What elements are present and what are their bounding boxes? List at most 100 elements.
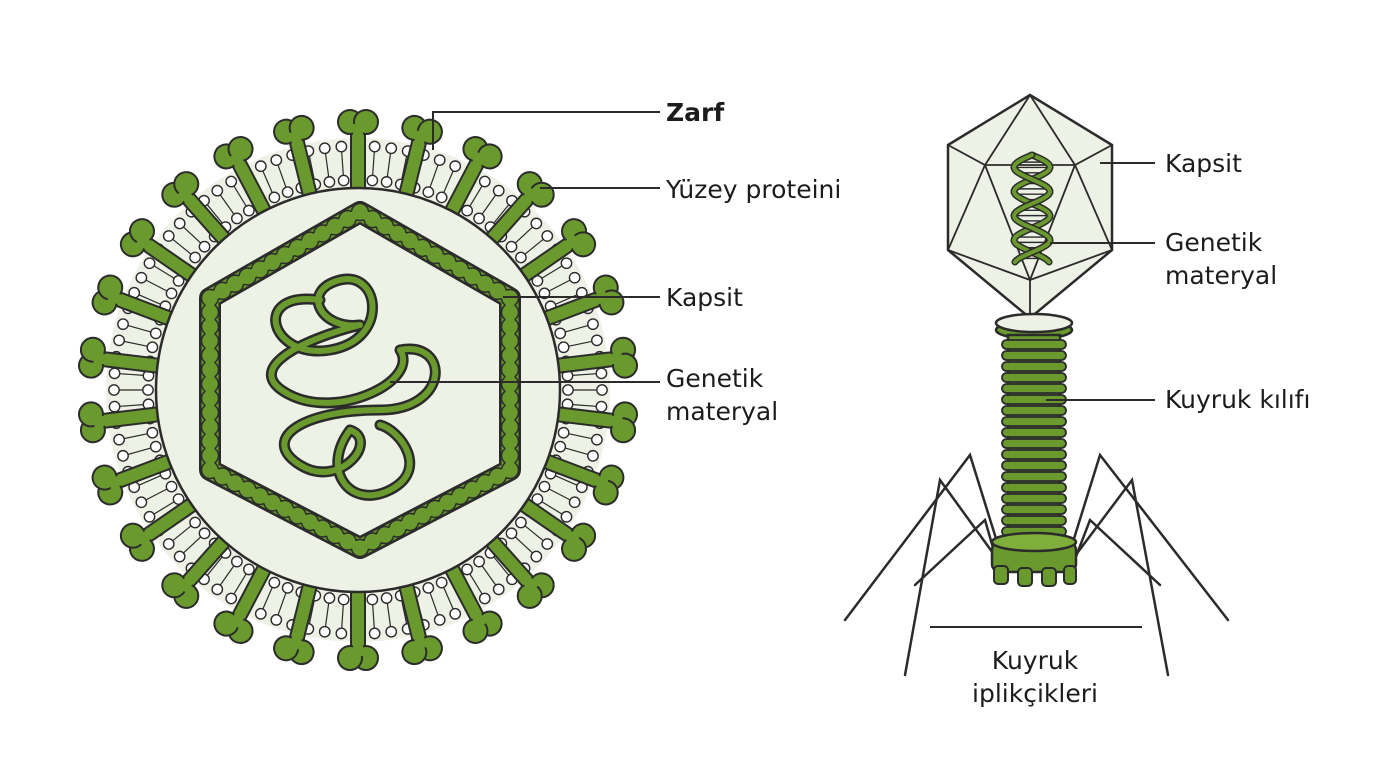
lipid-head-outer: [225, 175, 238, 188]
surface-protein-spike: [161, 532, 233, 609]
lipid-head-outer: [368, 140, 381, 153]
lipid-head-outer: [108, 384, 120, 396]
lipid-head-outer: [560, 510, 573, 523]
lipid-head-inner: [505, 240, 518, 253]
lipid-head-outer: [449, 160, 462, 173]
lipid-head-outer: [173, 217, 186, 230]
lipid-head-outer: [433, 154, 446, 166]
surface-protein-spike: [397, 578, 443, 666]
label-tail-sheath: Kuyruk kılıfı: [1165, 385, 1311, 414]
lipid-head-outer: [530, 217, 543, 230]
lipid-head-outer: [478, 592, 491, 605]
lipid-head-outer: [368, 627, 381, 640]
label-envelope: Zarf: [666, 98, 725, 127]
lipid-head-outer: [173, 550, 186, 563]
lipid-head-outer: [270, 614, 283, 626]
lipid-head-inner: [198, 527, 211, 540]
surface-protein-spike: [77, 336, 165, 379]
label-tail-fibers-1: Kuyruk: [991, 646, 1079, 675]
lipid-head-inner: [366, 174, 379, 187]
lipid-head-inner: [149, 327, 162, 340]
lipid-head-inner: [268, 191, 281, 204]
lipid-head-inner: [323, 592, 336, 604]
lipid-head-inner: [281, 186, 294, 199]
lipid-head-outer: [560, 257, 573, 270]
lipid-head-outer: [568, 271, 581, 284]
surface-proteins: [77, 109, 639, 671]
lipid-head-outer: [135, 496, 148, 509]
label-phage-genetic-2: materyal: [1165, 261, 1278, 290]
surface-protein-spike: [119, 496, 201, 562]
surface-protein-spike: [91, 274, 178, 327]
sheath-ring: [1001, 504, 1067, 515]
lipid-head-inner: [557, 426, 570, 439]
surface-protein-spike: [337, 109, 379, 195]
lipid-head-inner: [473, 555, 486, 568]
lipid-head-inner: [366, 593, 379, 606]
surface-protein-spike: [273, 578, 319, 666]
lipid-head-inner: [189, 251, 202, 264]
lipid-head-inner: [422, 581, 435, 594]
bacteriophage: [843, 93, 1230, 677]
lipid-head-inner: [337, 174, 350, 187]
lipid-head-outer: [318, 625, 331, 638]
lipid-head-inner: [242, 204, 255, 217]
lipid-head-inner: [514, 251, 527, 264]
lipid-head-outer: [449, 607, 462, 620]
lipid-head-inner: [281, 581, 294, 594]
sheath-ring: [1001, 372, 1067, 383]
sheath-ring: [1001, 438, 1067, 449]
lipid-head-inner: [473, 212, 486, 225]
lipid-head-inner: [461, 204, 474, 217]
dna-helix: [1010, 151, 1054, 266]
sheath-ring: [1001, 493, 1067, 504]
surface-protein-spike: [538, 274, 625, 327]
surface-protein-spike: [483, 532, 555, 609]
lipid-head-outer: [117, 318, 129, 331]
lipid-head-inner: [461, 563, 474, 576]
lipid-head-outer: [254, 607, 267, 620]
surface-protein-spike: [538, 453, 625, 506]
surface-protein-spike: [443, 560, 503, 645]
lipid-head-inner: [435, 191, 448, 204]
lipid-head-outer: [117, 449, 129, 462]
lipid-head-outer: [478, 175, 491, 188]
surface-protein-spike: [483, 171, 555, 248]
sheath-ring: [1001, 405, 1067, 416]
lipid-head-inner: [380, 592, 393, 604]
lipid-head-outer: [254, 160, 267, 173]
lipid-head-outer: [530, 550, 543, 563]
lipid-head-outer: [385, 142, 398, 155]
sheath-ring: [1001, 460, 1067, 471]
lipid-head-outer: [590, 433, 603, 446]
lipid-head-outer: [113, 433, 126, 446]
lipid-head-outer: [335, 140, 348, 153]
lipid-head-outer: [541, 230, 554, 242]
sheath-ring: [1001, 515, 1067, 526]
surface-protein-spike: [515, 496, 597, 562]
surface-protein-spike: [551, 401, 639, 444]
sheath-ring: [1001, 427, 1067, 438]
surface-protein-spike: [161, 171, 233, 248]
leader-zarf: [432, 111, 660, 150]
lipid-head-outer: [335, 627, 348, 640]
lipid-head-outer: [162, 538, 175, 550]
enveloped-virus: [77, 109, 660, 671]
lipid-head-outer: [385, 625, 398, 638]
lipid-head-inner: [435, 576, 448, 589]
lipid-head-outer: [596, 384, 608, 396]
lipid-head-inner: [422, 186, 435, 199]
lipid-head-inner: [198, 240, 211, 253]
lipid-head-outer: [211, 583, 224, 596]
lipid-head-inner: [554, 327, 567, 340]
lipid-head-inner: [514, 516, 527, 529]
lipid-head-inner: [165, 480, 178, 493]
lipid-head-outer: [143, 257, 156, 270]
lipid-head-inner: [268, 576, 281, 589]
surface-protein-spike: [273, 114, 319, 202]
lipid-head-inner: [538, 480, 551, 493]
sheath-ring: [1001, 449, 1067, 460]
surface-protein-spike: [443, 135, 503, 220]
lipid-head-outer: [318, 142, 331, 155]
